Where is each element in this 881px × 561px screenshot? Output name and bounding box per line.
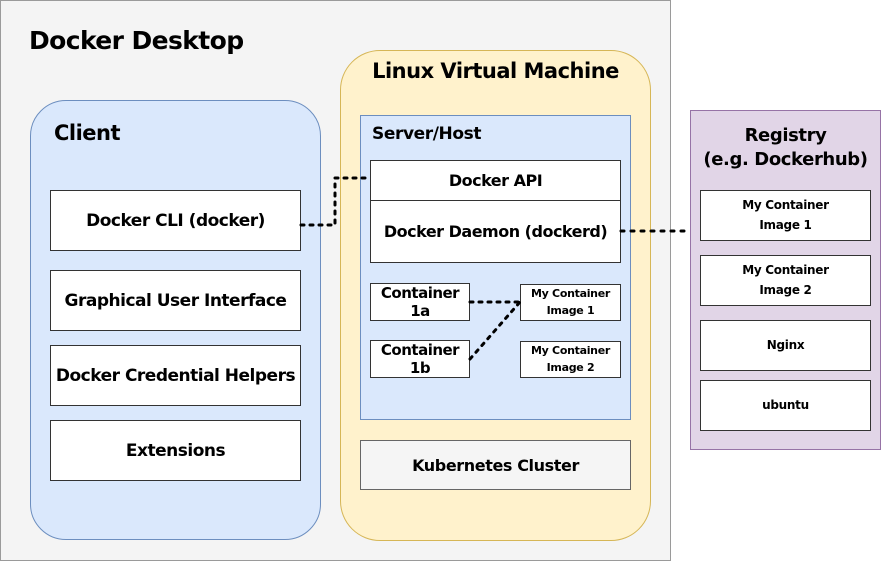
registry-title-line2: (e.g. Dockerhub) [703, 149, 868, 171]
credential-helpers-box: Docker Credential Helpers [50, 345, 301, 406]
registry-title-line1: Registry [744, 125, 827, 146]
kubernetes-cluster-box: Kubernetes Cluster [360, 440, 631, 490]
registry-image-2-box: My Container Image 2 [700, 255, 871, 306]
vm-image-2-line1: My Container [531, 344, 610, 357]
docker-api-box: Docker API [370, 160, 621, 201]
docker-daemon-box: Docker Daemon (dockerd) [370, 200, 621, 263]
registry-title: Registry (e.g. Dockerhub) [690, 124, 881, 173]
registry-image-1-box: My Container Image 1 [700, 190, 871, 241]
registry-ubuntu-box: ubuntu [700, 380, 871, 431]
registry-image-2-line2: Image 2 [759, 282, 812, 297]
container-1b-box: Container 1b [370, 340, 470, 378]
server-host-title: Server/Host [372, 124, 482, 144]
docker-cli-box: Docker CLI (docker) [50, 190, 301, 251]
vm-image-1-line1: My Container [531, 287, 610, 300]
registry-nginx-box: Nginx [700, 320, 871, 371]
vm-image-1-line2: Image 1 [546, 303, 595, 317]
gui-box: Graphical User Interface [50, 270, 301, 331]
linux-vm-title: Linux Virtual Machine [372, 59, 619, 83]
container-1a-box: Container 1a [370, 283, 470, 321]
container-1b-to-image-1-connector [468, 300, 522, 361]
registry-image-1-line1: My Container [742, 198, 829, 213]
cli-to-api-connector [299, 176, 372, 227]
extensions-box: Extensions [50, 420, 301, 481]
vm-image-2-box: My Container Image 2 [520, 341, 621, 378]
client-title: Client [54, 121, 121, 145]
docker-desktop-title: Docker Desktop [29, 26, 244, 55]
registry-image-2-line1: My Container [742, 263, 829, 278]
registry-image-1-line2: Image 1 [759, 217, 812, 232]
vm-image-2-line2: Image 2 [546, 360, 595, 374]
